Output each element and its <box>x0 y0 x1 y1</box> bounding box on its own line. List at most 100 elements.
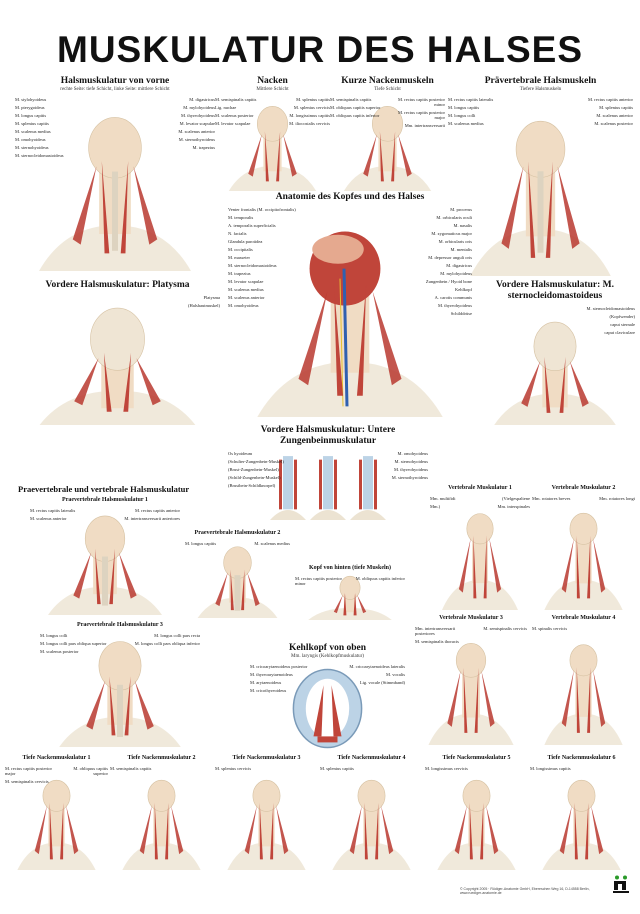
muscle-label: Mm. rotatores longi <box>599 496 635 501</box>
skull <box>466 513 494 545</box>
muscle-label: M. rectus capitis lateralis <box>448 97 494 102</box>
muscle-label: Lig. nuchae <box>215 105 237 110</box>
muscle-label: M. obliquus capitis superior <box>330 105 381 110</box>
muscle-strip <box>391 131 396 182</box>
lateral-muscle <box>569 361 589 407</box>
label-column-right: M. obliquus capitis superior <box>61 766 108 776</box>
infrahyoid-muscle <box>294 459 297 510</box>
skull <box>88 117 142 179</box>
muscle-label: M. thyreoarytaenoideus <box>250 672 293 677</box>
shoulder-girdle <box>542 842 621 870</box>
muscle-label: M. longus capitis <box>15 113 47 118</box>
muscle-strip <box>480 802 484 860</box>
anatomical-illustration <box>122 779 201 870</box>
muscle-label: M. longus colli <box>448 113 476 118</box>
muscle-label: M. longus colli pars obliqua inferior <box>134 641 200 646</box>
muscle-label: M. sternohyoideus <box>15 145 49 150</box>
muscle-label: Mm. intertransversarii <box>404 123 445 128</box>
muscle-strip <box>587 667 591 733</box>
muscle-label: M. levator scapulae <box>179 121 215 126</box>
skull <box>569 512 598 545</box>
muscle-label: (Halshautmuskel) <box>188 303 220 308</box>
lateral-muscle <box>593 538 606 593</box>
muscle-strip <box>469 802 473 860</box>
muscle-label: Venter frontalis (M. occipitofrontalis) <box>228 207 296 212</box>
panel-title: Kurze Nackenmuskeln <box>341 76 434 86</box>
muscle-strip <box>154 802 158 860</box>
panel-praevertebral-2: Praevertebrale Halsmuskulatur 2 M. longus… <box>185 530 290 618</box>
muscle-label: M. sternocleidomastoideus <box>228 263 277 268</box>
muscle-strip <box>333 284 344 396</box>
lateral-muscle <box>559 805 572 855</box>
neck <box>48 803 65 847</box>
label-column-right: M. semispinalis cervicis <box>483 626 527 631</box>
panel-zungenbeinmuskulatur: Vordere Halsmuskulatur: Untere Zungenbei… <box>228 425 428 520</box>
nerve <box>339 278 344 407</box>
muscle-label: M. rectus capitis posterior minor <box>295 576 342 586</box>
muscle-label: M. digastricus <box>189 97 215 102</box>
muscle-strip <box>545 161 553 258</box>
lateral-muscle <box>171 805 184 855</box>
muscle-label: Mm. multifidi <box>430 496 456 501</box>
panel-title: Prävertebrale Halsmuskeln <box>484 76 597 86</box>
neck <box>573 803 590 847</box>
muscle-label: M. levator scapulae <box>228 279 264 284</box>
skull <box>42 779 71 812</box>
lateral-muscle <box>458 538 471 593</box>
muscle-label: (Brust-Zungenbein-Muskel) <box>228 467 279 472</box>
shoulder-girdle <box>308 608 392 620</box>
muscle-label: M. semispinalis cervicis <box>483 626 527 631</box>
muscle-label: M. semispinalis capitis <box>330 97 372 102</box>
label-column-left: M. longus capitis <box>185 541 216 546</box>
anatomical-illustration <box>542 779 621 870</box>
muscle-strip <box>483 535 487 599</box>
label-column-right: Platysma(Halshautmuskel) <box>188 295 220 308</box>
lateral-muscle <box>398 134 412 177</box>
panel-title: Vertebrale Muskulatur 4 <box>551 615 616 621</box>
muscle-label: M. sternocleidomastoideus <box>586 306 636 311</box>
muscle-label: M. obliquus capitis superior <box>73 766 108 776</box>
shoulder-girdle <box>332 842 411 870</box>
skull <box>533 321 577 371</box>
shoulder-girdle <box>227 842 306 870</box>
muscle-label: M. omohyoideus <box>228 303 259 308</box>
shoulder-girdle <box>428 713 514 745</box>
label-column-right: M. obliquus capitis inferior <box>356 576 405 581</box>
muscle-label: (Kopfwender) <box>609 314 636 319</box>
panel-title: Vordere Halsmuskulatur: M. sternocleidom… <box>496 280 614 301</box>
panel-kopf-von-hinten: Kopf von hinten (tiefe Muskeln)M. rectus… <box>295 565 405 620</box>
poster-title: MUSKULATUR DES HALSES <box>57 29 583 70</box>
anatomical-illustration <box>442 513 518 610</box>
muscle-strip <box>474 667 479 733</box>
anatomical-illustration <box>228 106 317 191</box>
label-column-right: M. sternocleidomastoideus (Kopfwender) cap… <box>587 306 636 335</box>
jugular-vein <box>342 268 349 407</box>
label-column-right: M. scalenus medius <box>254 541 290 546</box>
panel-title: Praevertebrale Halsmuskulatur 1 <box>62 497 148 503</box>
panel-subtitle: Tiefere Halsmuskeln <box>519 87 562 92</box>
neck <box>363 803 380 847</box>
muscle-label: Mm. rotatores breves <box>532 496 571 501</box>
muscle-label: caput sternale <box>610 322 635 327</box>
skull <box>90 307 145 371</box>
shoulder-girdle <box>442 579 518 610</box>
muscle-label: M. thyreohyoideus <box>394 467 428 472</box>
lateral-muscle <box>591 805 604 855</box>
lateral-muscle <box>283 134 297 177</box>
muscle-label: caput claviculare <box>604 330 635 335</box>
panel-title: Praevertebrale Halsmuskulatur 2 <box>194 530 281 536</box>
label-column-left: M. spinalis cervicis <box>532 626 567 631</box>
lateral-muscle <box>276 805 289 855</box>
label-column-left: M. longissimus cervicis <box>425 766 468 771</box>
